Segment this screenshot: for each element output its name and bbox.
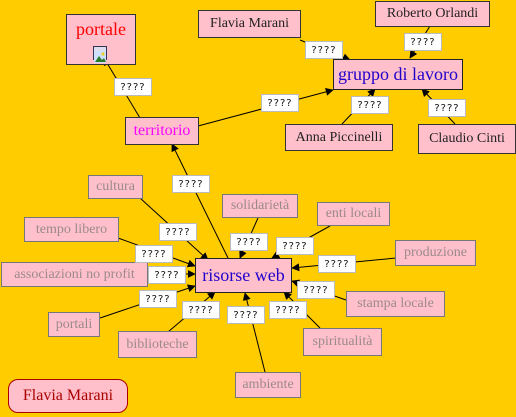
node-flavia-marani[interactable]: Flavia Marani — [198, 10, 301, 38]
link-ambiente-risorse — [242, 292, 266, 373]
node-enti-locali[interactable]: enti locali — [317, 202, 390, 226]
node-portale[interactable]: portale — [66, 14, 136, 65]
node-risorse-label: risorse web — [202, 265, 285, 285]
node-solidarieta-label: solidarietà — [230, 198, 290, 213]
link-label[interactable]: ???? — [114, 78, 152, 96]
link-label[interactable]: ???? — [148, 266, 186, 284]
link-label[interactable]: ???? — [182, 301, 220, 319]
link-label[interactable]: ???? — [428, 99, 466, 117]
node-ambiente[interactable]: ambiente — [235, 372, 301, 398]
link-label[interactable]: ???? — [269, 301, 307, 319]
node-roberto-label: Roberto Orlandi — [386, 6, 479, 21]
link-label[interactable]: ???? — [159, 223, 197, 241]
node-stampa-label: stampa locale — [357, 296, 434, 311]
link-label[interactable]: ???? — [135, 245, 173, 263]
node-associazioni-no-profit[interactable]: associazioni no profit — [1, 262, 148, 287]
link-label[interactable]: ???? — [261, 94, 299, 112]
node-associazioni-label: associazioni no profit — [14, 266, 135, 282]
node-biblioteche-label: biblioteche — [126, 336, 189, 352]
node-territorio-label: territorio — [133, 122, 191, 139]
node-cultura[interactable]: cultura — [88, 175, 143, 199]
link-label[interactable]: ???? — [305, 41, 343, 59]
node-territorio[interactable]: territorio — [125, 117, 199, 145]
node-claudio-cinti[interactable]: Claudio Cinti — [418, 124, 516, 154]
node-solidarieta[interactable]: solidarietà — [222, 194, 298, 218]
author-name: Flavia Marani — [22, 387, 114, 404]
node-spiritualita-label: spiritualità — [312, 334, 373, 349]
link-label[interactable]: ???? — [297, 281, 335, 299]
node-roberto-orlandi[interactable]: Roberto Orlandi — [375, 1, 490, 27]
node-spiritualita[interactable]: spiritualità — [303, 328, 382, 356]
image-icon[interactable] — [93, 46, 107, 63]
link-risorse-territorio — [171, 143, 229, 259]
node-portali-label: portali — [55, 316, 93, 332]
link-label[interactable]: ???? — [351, 96, 389, 114]
node-produzione[interactable]: produzione — [395, 240, 476, 266]
link-label[interactable]: ???? — [227, 306, 265, 324]
link-label[interactable]: ???? — [276, 237, 314, 255]
node-enti-label: enti locali — [325, 206, 382, 221]
link-label[interactable]: ???? — [172, 175, 210, 193]
node-gruppo-label: gruppo di lavoro — [338, 64, 458, 84]
node-biblioteche[interactable]: biblioteche — [118, 331, 197, 358]
node-produzione-label: produzione — [404, 245, 467, 260]
node-ambiente-label: ambiente — [242, 377, 294, 392]
node-gruppo-di-lavoro[interactable]: gruppo di lavoro — [333, 59, 463, 90]
node-cultura-label: cultura — [96, 179, 135, 194]
node-tempo-label: tempo libero — [35, 221, 108, 237]
node-tempo-libero[interactable]: tempo libero — [24, 217, 119, 242]
link-label[interactable]: ???? — [139, 290, 177, 308]
link-label[interactable]: ???? — [318, 255, 356, 273]
node-flavia-label: Flavia Marani — [210, 16, 289, 31]
node-anna-piccinelli[interactable]: Anna Piccinelli — [285, 124, 393, 151]
node-portale-label: portale — [76, 19, 126, 39]
link-label[interactable]: ???? — [404, 33, 442, 51]
node-anna-label: Anna Piccinelli — [295, 129, 383, 145]
link-label[interactable]: ???? — [230, 233, 268, 251]
author-badge: Flavia Marani — [8, 379, 128, 413]
node-portali[interactable]: portali — [48, 312, 100, 337]
node-risorse-web[interactable]: risorse web — [195, 258, 292, 293]
node-stampa-locale[interactable]: stampa locale — [346, 291, 445, 317]
node-claudio-label: Claudio Cinti — [429, 131, 505, 146]
